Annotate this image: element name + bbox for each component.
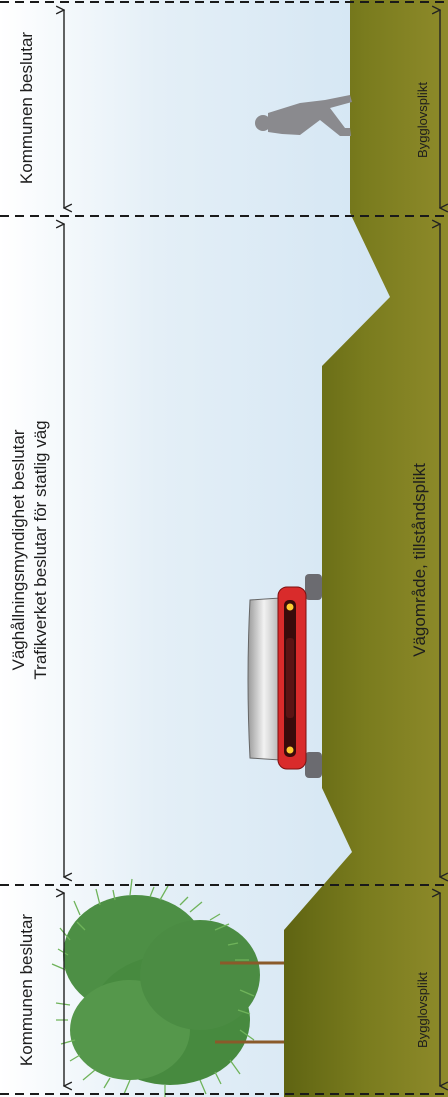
road-zone-label-line2: Trafikverket beslutar för statlig väg — [31, 420, 50, 679]
top-ground-label: Bygglovsplikt — [415, 82, 430, 158]
road-zone-label-line1: Väghållningsmyndighet beslutar — [9, 429, 28, 670]
top-zone-label: Kommunen beslutar — [17, 32, 36, 184]
bottom-ground-label: Bygglovsplikt — [415, 972, 430, 1048]
road-ground-label: Vägområde, tillståndsplikt — [410, 463, 429, 657]
bottom-zone-label: Kommunen beslutar — [17, 914, 36, 1066]
